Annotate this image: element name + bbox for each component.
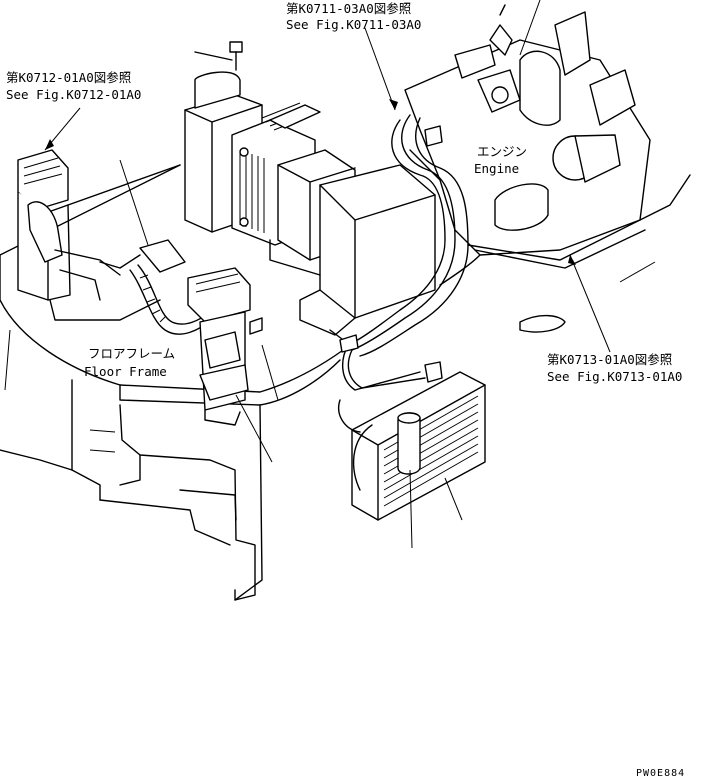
floor-connector [519, 314, 566, 333]
engine-label-en: Engine [474, 161, 519, 176]
engine-ref-en: See Fig.K0711-03A0 [286, 17, 421, 32]
heater-unit [187, 267, 263, 426]
callout-engine-ref: 第K0711-03A0図参照 See Fig.K0711-03A0 [286, 1, 421, 32]
engine-block [404, 4, 691, 286]
pipe-routing [339, 114, 646, 391]
floor-frame-label-jp: フロアフレーム [88, 346, 175, 361]
label-engine: エンジン Engine [474, 144, 527, 176]
callout-right-ref: 第K0713-01A0図参照 See Fig.K0713-01A0 [547, 352, 682, 384]
right-ref-en: See Fig.K0713-01A0 [547, 369, 682, 384]
callout-left-ref: 第K0712-01A0図参照 See Fig.K0712-01A0 [6, 70, 141, 102]
condenser-unit [338, 371, 486, 521]
label-floor-frame: フロアフレーム Floor Frame [84, 346, 175, 379]
radiator-assembly [184, 71, 436, 336]
leader-lines [4, 0, 656, 549]
left-ref-jp: 第K0712-01A0図参照 [6, 70, 131, 85]
floor-frame-label-en: Floor Frame [84, 364, 167, 379]
left-air-duct [17, 149, 161, 321]
right-ref-jp: 第K0713-01A0図参照 [547, 352, 672, 367]
bolt [194, 41, 243, 71]
floor-frame-outline [0, 164, 351, 601]
engine-label-jp: エンジン [477, 144, 527, 159]
drawing-code: PW0E884 [636, 768, 685, 779]
left-ref-en: See Fig.K0712-01A0 [6, 87, 141, 102]
heater-hose [99, 239, 211, 335]
engine-ref-jp: 第K0711-03A0図参照 [286, 1, 411, 16]
